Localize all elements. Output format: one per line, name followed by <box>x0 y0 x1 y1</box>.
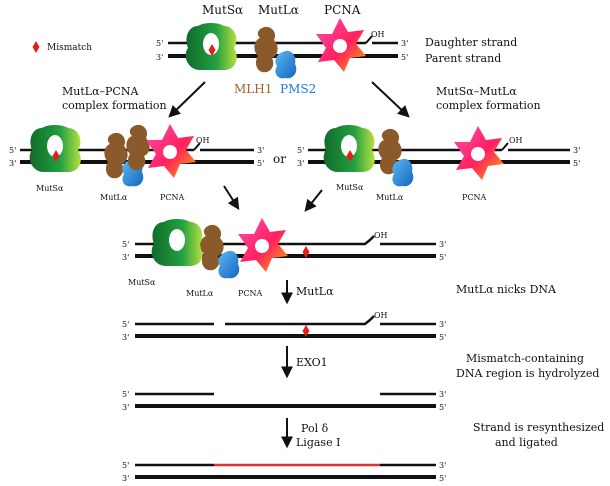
left-five-prime-a: 5' <box>9 146 16 155</box>
pms2-merged <box>218 250 240 279</box>
left-three-prime-a: 3' <box>9 159 16 168</box>
nicked-three-prime-a: 3' <box>122 333 129 342</box>
mlh1-top <box>254 26 278 73</box>
mismatch-legend-icon <box>32 41 40 53</box>
mutsa-left <box>29 125 81 172</box>
pms2-top <box>275 50 297 79</box>
step3-desc-line2: and ligated <box>495 436 558 449</box>
rep-three-prime-a: 3' <box>122 474 129 483</box>
mutla-label-right: MutLα <box>376 193 404 202</box>
pcna-label-left: PCNA <box>160 193 185 202</box>
pcna-top <box>316 18 366 72</box>
nicked-oh: OH <box>374 311 388 320</box>
pms2-label: PMS2 <box>280 82 316 96</box>
step1-desc: MutLα nicks DNA <box>456 283 557 296</box>
top-three-prime-b: 3' <box>401 39 408 48</box>
pcna-label-merged: PCNA <box>238 289 263 298</box>
arrow-top-right <box>371 81 410 118</box>
merged-five-prime-b: 5' <box>439 253 446 262</box>
nicked-dna <box>135 315 436 338</box>
mutla-label-merged: MutLα <box>186 289 214 298</box>
hyd-three-prime-a: 3' <box>122 403 129 412</box>
merged-three-prime-b: 3' <box>439 240 446 249</box>
left-oh: OH <box>196 136 210 145</box>
top-oh: OH <box>371 30 385 39</box>
step3-agent-line1: Pol δ <box>301 422 329 435</box>
mutsa-label-merged: MutSα <box>128 278 156 287</box>
left-five-prime-b: 5' <box>257 159 264 168</box>
nicked-five-prime-a: 5' <box>122 320 129 329</box>
right-five-prime-a: 5' <box>297 146 304 155</box>
nicked-three-prime-b: 3' <box>439 320 446 329</box>
right-pathway-line1: MutSα–MutLα <box>436 85 517 98</box>
rep-five-prime-a: 5' <box>122 461 129 470</box>
merged-five-prime-a: 5' <box>122 240 129 249</box>
mutsa-label-top: MutSα <box>202 3 243 17</box>
hyd-five-prime-b: 5' <box>439 403 446 412</box>
arrow-right-down <box>304 189 323 212</box>
pcna-label-right: PCNA <box>462 193 487 202</box>
merged-three-prime-a: 3' <box>122 253 129 262</box>
top-five-prime-b: 5' <box>401 53 408 62</box>
nicked-five-prime-b: 5' <box>439 333 446 342</box>
step1-agent: MutLα <box>296 285 334 298</box>
rep-three-prime-b: 3' <box>439 461 446 470</box>
step2-desc-line1: Mismatch-containing <box>466 352 584 365</box>
daughter-strand-label: Daughter strand <box>425 36 517 49</box>
arrow-left-down <box>223 185 240 211</box>
top-five-prime-a: 5' <box>156 39 163 48</box>
step3-desc-line1: Strand is resynthesized <box>473 421 604 434</box>
step3-agent-line2: Ligase I <box>296 436 340 449</box>
mutsa-label-right: MutSα <box>336 183 364 192</box>
right-three-prime-b: 3' <box>573 146 580 155</box>
pcna-right <box>454 126 504 180</box>
left-three-prime-b: 3' <box>257 146 264 155</box>
pcna-label-top: PCNA <box>324 3 361 17</box>
mlh1-label: MLH1 <box>234 82 272 96</box>
arrow-top-left <box>168 81 206 118</box>
right-pathway-line2: complex formation <box>436 99 541 112</box>
step2-agent: EXO1 <box>296 356 328 369</box>
mutla-label-left: MutLα <box>100 193 128 202</box>
hydrolyzed-dna <box>135 392 436 408</box>
left-pathway-line2: complex formation <box>62 99 167 112</box>
right-five-prime-b: 5' <box>573 159 580 168</box>
right-three-prime-a: 3' <box>297 159 304 168</box>
hyd-five-prime-a: 5' <box>122 390 129 399</box>
mutsa-right <box>323 125 375 172</box>
or-label: or <box>273 152 286 166</box>
step2-desc-line2: DNA region is hydrolyzed <box>456 367 599 380</box>
pms2-right <box>392 158 414 187</box>
repaired-dna <box>135 463 436 479</box>
top-three-prime-a: 3' <box>156 53 163 62</box>
mutsa-label-left: MutSα <box>36 184 64 193</box>
mismatch-legend-label: Mismatch <box>47 43 92 53</box>
rep-five-prime-b: 5' <box>439 474 446 483</box>
merged-oh: OH <box>374 231 388 240</box>
mutsa-merged <box>151 219 203 266</box>
hyd-three-prime-b: 3' <box>439 390 446 399</box>
parent-strand-label: Parent strand <box>425 52 501 65</box>
left-pathway-line1: MutLα–PCNA <box>62 85 139 98</box>
right-oh: OH <box>509 136 523 145</box>
mutla-label-top: MutLα <box>258 3 299 17</box>
